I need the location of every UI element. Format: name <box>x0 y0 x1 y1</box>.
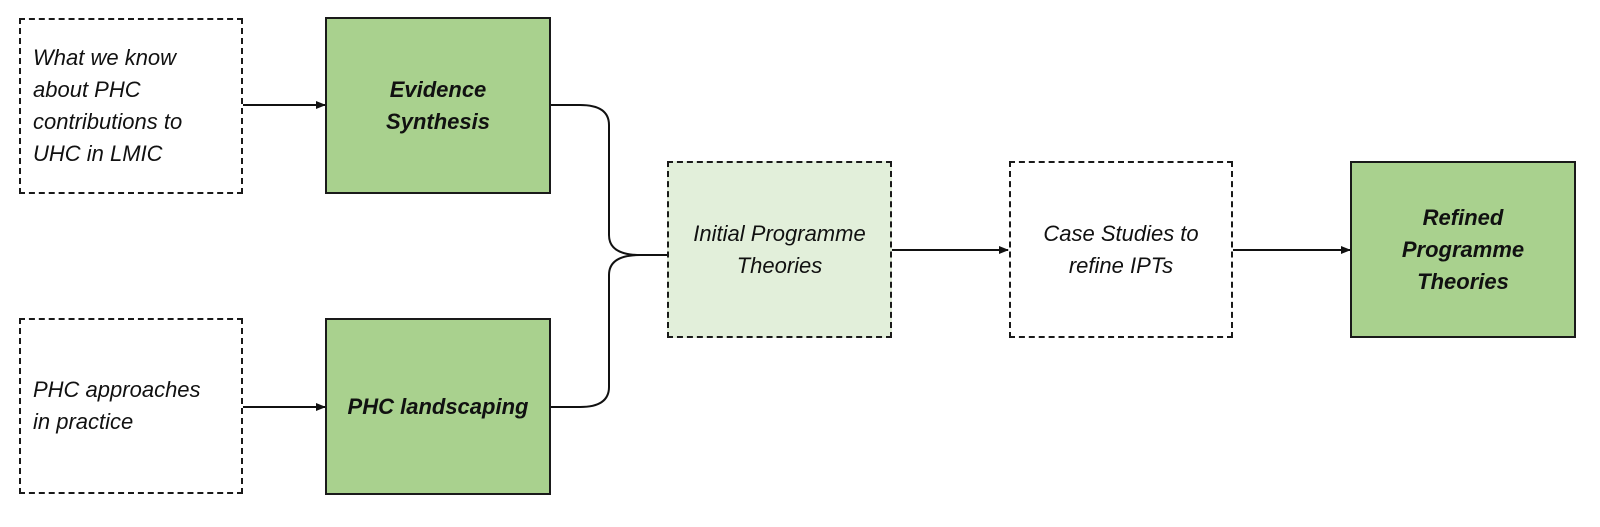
known-line-4: UHC in LMIC <box>33 141 163 166</box>
practice-line-2: in practice <box>33 409 134 434</box>
known-box: What we know about PHC contributions to … <box>19 18 243 194</box>
refined-line-3: Theories <box>1417 268 1509 294</box>
landscaping-text: PHC landscaping <box>327 391 549 423</box>
known-line-3: contributions to <box>33 109 183 134</box>
landscaping-line-1: PHC landscaping <box>347 393 529 419</box>
evidence-text: Evidence Synthesis <box>327 74 549 138</box>
evidence-line-1: Evidence <box>389 76 487 102</box>
landscaping-box: PHC landscaping <box>325 318 551 495</box>
practice-line-1: PHC approaches <box>33 377 201 402</box>
refined-line-1: Refined <box>1422 204 1504 230</box>
evidence-line-2: Synthesis <box>386 108 490 134</box>
known-line-2: about PHC <box>33 77 141 102</box>
case-line-2: refine IPTs <box>1068 252 1174 278</box>
evidence-box: Evidence Synthesis <box>325 17 551 194</box>
known-text: What we know about PHC contributions to … <box>33 42 182 170</box>
brace-connector <box>551 104 669 408</box>
known-line-1: What we know <box>33 45 177 70</box>
case-line-1: Case Studies to <box>1043 220 1199 246</box>
refined-line-2: Programme <box>1401 236 1525 262</box>
initial-box: Initial Programme Theories <box>667 161 892 338</box>
case-box: Case Studies to refine IPTs <box>1009 161 1233 338</box>
initial-text: Initial Programme Theories <box>669 218 890 282</box>
initial-line-2: Theories <box>736 252 823 278</box>
practice-text: PHC approaches in practice <box>33 374 201 438</box>
refined-text: Refined Programme Theories <box>1352 202 1574 298</box>
initial-line-1: Initial Programme <box>693 220 866 246</box>
refined-box: Refined Programme Theories <box>1350 161 1576 338</box>
practice-box: PHC approaches in practice <box>19 318 243 494</box>
case-text: Case Studies to refine IPTs <box>1011 218 1231 282</box>
